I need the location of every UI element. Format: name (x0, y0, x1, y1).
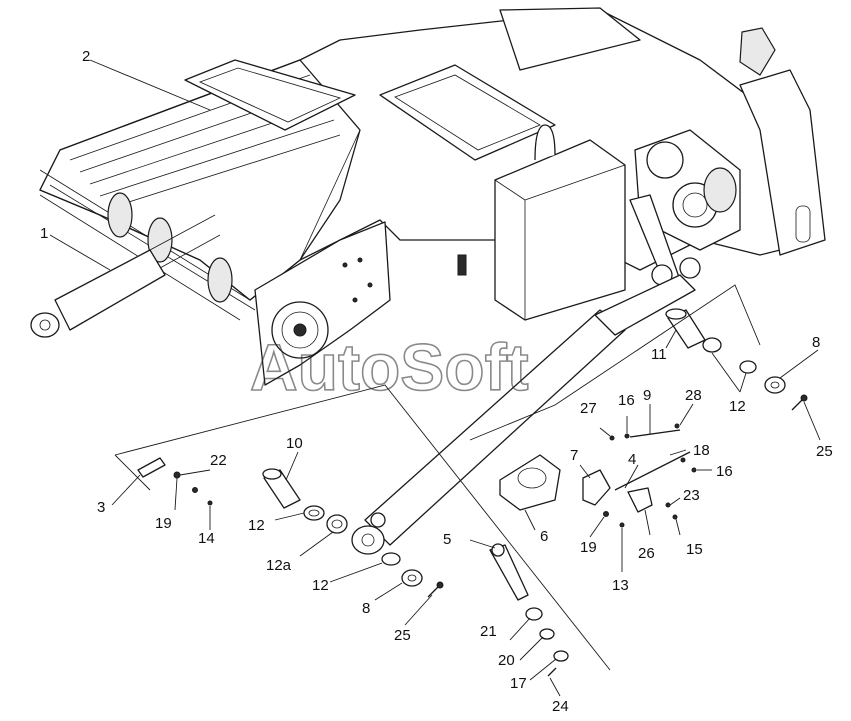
bracket-part-7 (582, 469, 611, 506)
callout-11: 11 (651, 346, 667, 363)
callout-16-top: 16 (618, 392, 635, 409)
callout-13: 13 (612, 577, 629, 594)
bushing-part-12a (326, 514, 348, 534)
washer-part-12-right-b (739, 360, 757, 374)
callout-3: 3 (97, 499, 105, 516)
motor-unit (629, 129, 741, 286)
callout-24: 24 (552, 698, 569, 715)
callout-7: 7 (570, 447, 578, 464)
nut-part-17 (553, 650, 569, 662)
pin-part-10 (262, 468, 301, 509)
callout-15: 15 (686, 541, 703, 558)
washer-part-21 (525, 607, 543, 621)
washer-part-12-left (303, 505, 325, 521)
callout-28: 28 (685, 387, 702, 404)
callout-8-right: 8 (812, 334, 820, 351)
callout-21: 21 (480, 623, 497, 640)
assembly-boundary-lines (114, 284, 761, 671)
callout-12-a: 12 (248, 517, 265, 534)
callout-10: 10 (286, 435, 303, 452)
fastener-part-3 (137, 457, 166, 478)
callout-4: 4 (628, 451, 636, 468)
small-fasteners (173, 423, 697, 528)
washer-part-12-lower (381, 552, 401, 566)
callout-12-c: 12 (729, 398, 746, 415)
washer-part-20 (539, 628, 555, 640)
callout-25-right: 25 (816, 443, 833, 460)
callout-labels: 2 1 3 10 12 12a 12 8 25 19 22 14 5 6 7 1… (40, 48, 833, 715)
callout-9: 9 (643, 387, 651, 404)
callout-22: 22 (210, 452, 227, 469)
callout-14: 14 (198, 530, 215, 547)
washer-part-12-right-a (702, 337, 722, 353)
callout-18: 18 (693, 442, 710, 459)
washer-part-8-lower (401, 569, 423, 587)
lever-part-5 (489, 543, 529, 601)
callout-12-b: 12 (312, 577, 329, 594)
callout-26: 26 (638, 545, 655, 562)
callout-19-left: 19 (155, 515, 172, 532)
leader-lines (49, 59, 821, 697)
pin-part-11 (665, 308, 706, 349)
callout-27: 27 (580, 400, 597, 417)
rod-part-9 (629, 429, 681, 438)
callout-8-lower: 8 (362, 600, 370, 617)
callout-20: 20 (498, 652, 515, 669)
lever-part-26 (627, 487, 653, 513)
main-hydraulic-cylinder (351, 274, 696, 555)
callout-1: 1 (40, 225, 48, 242)
callout-17: 17 (510, 675, 527, 692)
callout-12a: 12a (266, 557, 292, 574)
callout-19-right: 19 (580, 539, 597, 556)
pin-part-25-lower (427, 581, 444, 598)
rod-part-4 (614, 451, 691, 491)
clamp-part-6 (499, 454, 561, 511)
cover-box (457, 124, 626, 321)
washer-part-8-right (764, 376, 786, 394)
left-hydraulic-cylinder (30, 214, 221, 338)
callout-25-lower: 25 (394, 627, 411, 644)
autosoft-watermark: AutoSoft (250, 330, 529, 404)
callout-5: 5 (443, 531, 451, 548)
pin-part-25-right (791, 394, 808, 411)
pin-part-24 (547, 667, 557, 677)
callout-2: 2 (82, 48, 90, 65)
callout-23: 23 (683, 487, 700, 504)
callout-16-right: 16 (716, 463, 733, 480)
callout-6: 6 (540, 528, 548, 545)
